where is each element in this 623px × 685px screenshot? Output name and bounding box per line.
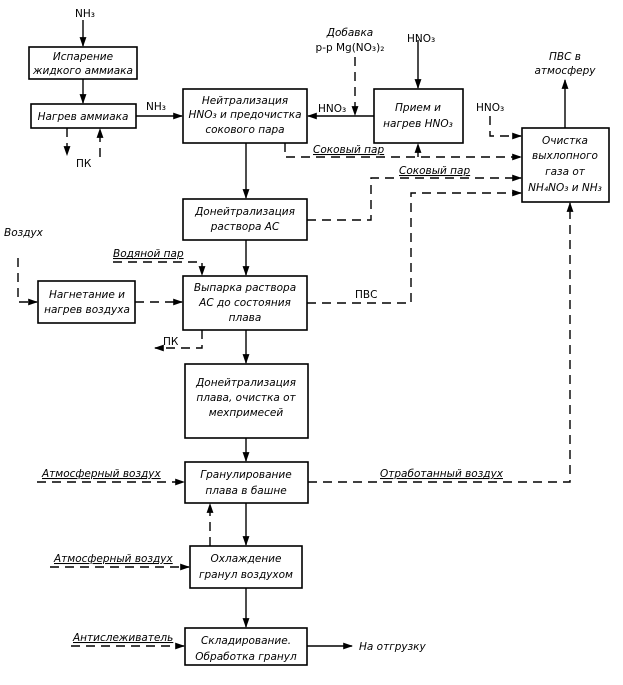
label-juice-steam-1: Соковый пар bbox=[313, 144, 384, 156]
node-label: плава в башне bbox=[205, 485, 286, 497]
node-label: мехпримесей bbox=[209, 407, 284, 419]
node-label: АС до состояния bbox=[198, 297, 291, 309]
node-hno3-receive: Прием и нагрев HNO₃ bbox=[373, 88, 464, 144]
node-label: Гранулирование bbox=[200, 469, 291, 481]
arrow-spent-air bbox=[308, 202, 574, 483]
label-spent-air: Отработанный воздух bbox=[380, 468, 504, 480]
label-air: Воздух bbox=[4, 227, 44, 239]
node-label: сокового пара bbox=[205, 124, 284, 136]
arrow-air-in bbox=[17, 258, 38, 306]
node-label: газа от bbox=[545, 166, 586, 178]
node-label: раствора АС bbox=[210, 221, 280, 233]
node-air-heating: Нагнетание и нагрев воздуха bbox=[37, 280, 136, 324]
label-pvs: ПВС bbox=[355, 289, 377, 301]
label-additive-1: Добавка bbox=[326, 27, 374, 39]
node-storage: Складирование. Обработка гранул bbox=[184, 627, 308, 666]
node-label: плава bbox=[229, 312, 262, 324]
label-hno3-side: HNO₃ bbox=[476, 102, 504, 114]
label-water-steam: Водяной пар bbox=[113, 248, 184, 260]
label-anticaking: Антислеживатель bbox=[72, 632, 173, 644]
node-label: Нейтрализация bbox=[202, 95, 288, 107]
arrow-pk-bottom bbox=[154, 330, 203, 352]
node-label: HNO₃ и предочистка bbox=[188, 109, 301, 121]
label-nh3-flow: NH₃ bbox=[146, 101, 166, 113]
node-label: выхлопного bbox=[532, 150, 598, 162]
node-granulation: Гранулирование плава в башне bbox=[184, 461, 309, 504]
arrow-hno3-to-cleaning bbox=[489, 116, 522, 140]
node-label: Выпарка раствора bbox=[194, 282, 296, 294]
label-pk-bottom: ПК bbox=[163, 336, 179, 348]
label-pk-top: ПК bbox=[76, 158, 92, 170]
node-label: нагрев HNO₃ bbox=[383, 118, 453, 130]
node-label: Донейтрализация bbox=[194, 206, 295, 218]
node-gas-cleaning: Очистка выхлопного газа от NH₄NO₃ и NH₃ bbox=[521, 127, 610, 203]
arrow-pvs bbox=[307, 189, 522, 304]
arrow-juice-steam-2 bbox=[307, 174, 522, 221]
node-label: нагрев воздуха bbox=[44, 304, 130, 316]
node-label: Очистка bbox=[542, 135, 588, 147]
node-label: жидкого аммиака bbox=[32, 65, 133, 77]
label-pvs-out-2: атмосферу bbox=[535, 65, 597, 77]
node-evap: Испарение жидкого аммиака bbox=[28, 46, 138, 80]
node-label: Донейтрализация bbox=[195, 377, 296, 389]
node-heat-nh3: Нагрев аммиака bbox=[30, 103, 137, 129]
label-hno3-in: HNO₃ bbox=[407, 33, 435, 45]
label-juice-steam-2: Соковый пар bbox=[399, 165, 470, 177]
node-label: плава, очистка от bbox=[196, 392, 296, 404]
node-neutralization: Нейтрализация HNO₃ и предочистка соковог… bbox=[182, 88, 308, 144]
node-cooling: Охлаждение гранул воздухом bbox=[189, 545, 303, 589]
node-evaporation: Выпарка раствора АС до состояния плава bbox=[182, 275, 308, 331]
label-atm-air-1: Атмосферный воздух bbox=[41, 468, 162, 480]
node-label: Испарение bbox=[53, 51, 113, 63]
node-label: гранул воздухом bbox=[199, 569, 293, 581]
label-pvs-out-1: ПВС в bbox=[549, 51, 581, 63]
dashed-connectors bbox=[17, 57, 574, 650]
arrow-juice-steam-1 bbox=[284, 143, 522, 161]
node-post-neutralization: Донейтрализация раствора АС bbox=[182, 198, 308, 241]
flow-labels: NH₃ NH₃ ПК Добавка р-р Mg(NO₃)₂ HNO₃ HNO… bbox=[4, 8, 596, 653]
label-hno3-flow: HNO₃ bbox=[318, 103, 346, 115]
node-melt-cleaning: Донейтрализация плава, очистка от мехпри… bbox=[184, 363, 309, 439]
node-label: Нагрев аммиака bbox=[38, 111, 129, 123]
node-label: Нагнетание и bbox=[49, 289, 125, 301]
node-label: Обработка гранул bbox=[195, 651, 297, 663]
node-label: Охлаждение bbox=[211, 553, 282, 565]
node-label: NH₄NO₃ и NH₃ bbox=[528, 182, 602, 194]
label-nh3-in: NH₃ bbox=[75, 8, 95, 20]
node-label: Прием и bbox=[395, 102, 441, 114]
node-label: Складирование. bbox=[201, 635, 291, 647]
label-shipping: На отгрузку bbox=[359, 641, 427, 653]
solid-connectors bbox=[79, 20, 569, 650]
arrow-water-steam bbox=[113, 261, 206, 276]
label-additive-2: р-р Mg(NO₃)₂ bbox=[316, 42, 385, 54]
label-atm-air-2: Атмосферный воздух bbox=[53, 553, 174, 565]
